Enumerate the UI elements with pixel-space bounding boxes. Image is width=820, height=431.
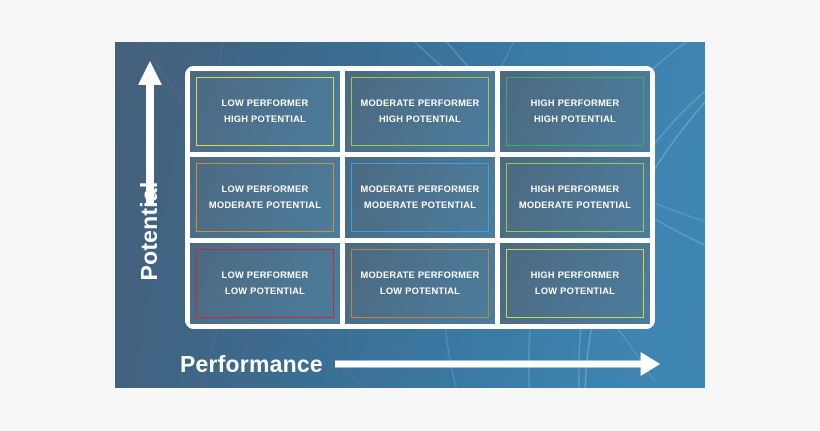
grid-cell-moderate-performer-moderate-potential[interactable]: MODERATE PERFORMER MODERATE POTENTIAL [345, 157, 495, 238]
grid-cell-performance-label: HIGH PERFORMER [530, 183, 620, 194]
grid-cell-high-performer-low-potential[interactable]: HIGH PERFORMER LOW POTENTIAL [500, 243, 650, 324]
grid-cell-performance-label: LOW PERFORMER [221, 97, 309, 108]
potential-axis-label: Potential [136, 181, 162, 281]
grid-cell-border: LOW PERFORMER MODERATE POTENTIAL [196, 163, 334, 232]
grid-cell-border: HIGH PERFORMER HIGH POTENTIAL [506, 77, 644, 146]
grid-cell-moderate-performer-low-potential[interactable]: MODERATE PERFORMER LOW POTENTIAL [345, 243, 495, 324]
grid-cell-potential-label: HIGH POTENTIAL [378, 113, 461, 124]
grid-cell-potential-label: MODERATE POTENTIAL [363, 199, 477, 210]
performance-axis-label: Performance [180, 350, 323, 377]
grid-cell-low-performer-low-potential[interactable]: LOW PERFORMER LOW POTENTIAL [190, 243, 340, 324]
potential-axis: Potential [115, 42, 185, 388]
grid-cell-potential-label: MODERATE POTENTIAL [208, 199, 322, 210]
grid-cell-performance-label: HIGH PERFORMER [530, 269, 620, 280]
grid-cell-border: MODERATE PERFORMER MODERATE POTENTIAL [351, 163, 489, 232]
arrow-up-icon [138, 61, 162, 206]
grid-cell-potential-label: HIGH POTENTIAL [223, 113, 306, 124]
grid-cell-border: HIGH PERFORMER LOW POTENTIAL [506, 249, 644, 318]
grid-cell-potential-label: LOW POTENTIAL [534, 285, 616, 296]
grid-cell-border: MODERATE PERFORMER HIGH POTENTIAL [351, 77, 489, 146]
grid-cell-performance-label: MODERATE PERFORMER [360, 97, 480, 108]
grid-cell-potential-label: MODERATE POTENTIAL [518, 199, 632, 210]
grid-cell-high-performer-moderate-potential[interactable]: HIGH PERFORMER MODERATE POTENTIAL [500, 157, 650, 238]
grid-cell-border: HIGH PERFORMER MODERATE POTENTIAL [506, 163, 644, 232]
grid-cell-high-performer-high-potential[interactable]: HIGH PERFORMER HIGH POTENTIAL [500, 71, 650, 152]
grid-cell-performance-label: MODERATE PERFORMER [360, 269, 480, 280]
grid-cell-border: LOW PERFORMER HIGH POTENTIAL [196, 77, 334, 146]
grid-cell-border: MODERATE PERFORMER LOW POTENTIAL [351, 249, 489, 318]
grid-cell-low-performer-moderate-potential[interactable]: LOW PERFORMER MODERATE POTENTIAL [190, 157, 340, 238]
grid-cell-performance-label: MODERATE PERFORMER [360, 183, 480, 194]
grid-cell-potential-label: LOW POTENTIAL [224, 285, 306, 296]
grid-cell-performance-label: LOW PERFORMER [221, 269, 309, 280]
grid-cell-potential-label: LOW POTENTIAL [379, 285, 461, 296]
grid-cell-moderate-performer-high-potential[interactable]: MODERATE PERFORMER HIGH POTENTIAL [345, 71, 495, 152]
grid-cell-performance-label: LOW PERFORMER [221, 183, 309, 194]
grid-cell-performance-label: HIGH PERFORMER [530, 97, 620, 108]
performance-axis: Performance [180, 342, 660, 386]
grid-cell-border: LOW PERFORMER LOW POTENTIAL [196, 249, 334, 318]
grid-cell-low-performer-high-potential[interactable]: LOW PERFORMER HIGH POTENTIAL [190, 71, 340, 152]
arrow-right-icon [334, 352, 660, 376]
grid-cell-potential-label: HIGH POTENTIAL [533, 113, 616, 124]
